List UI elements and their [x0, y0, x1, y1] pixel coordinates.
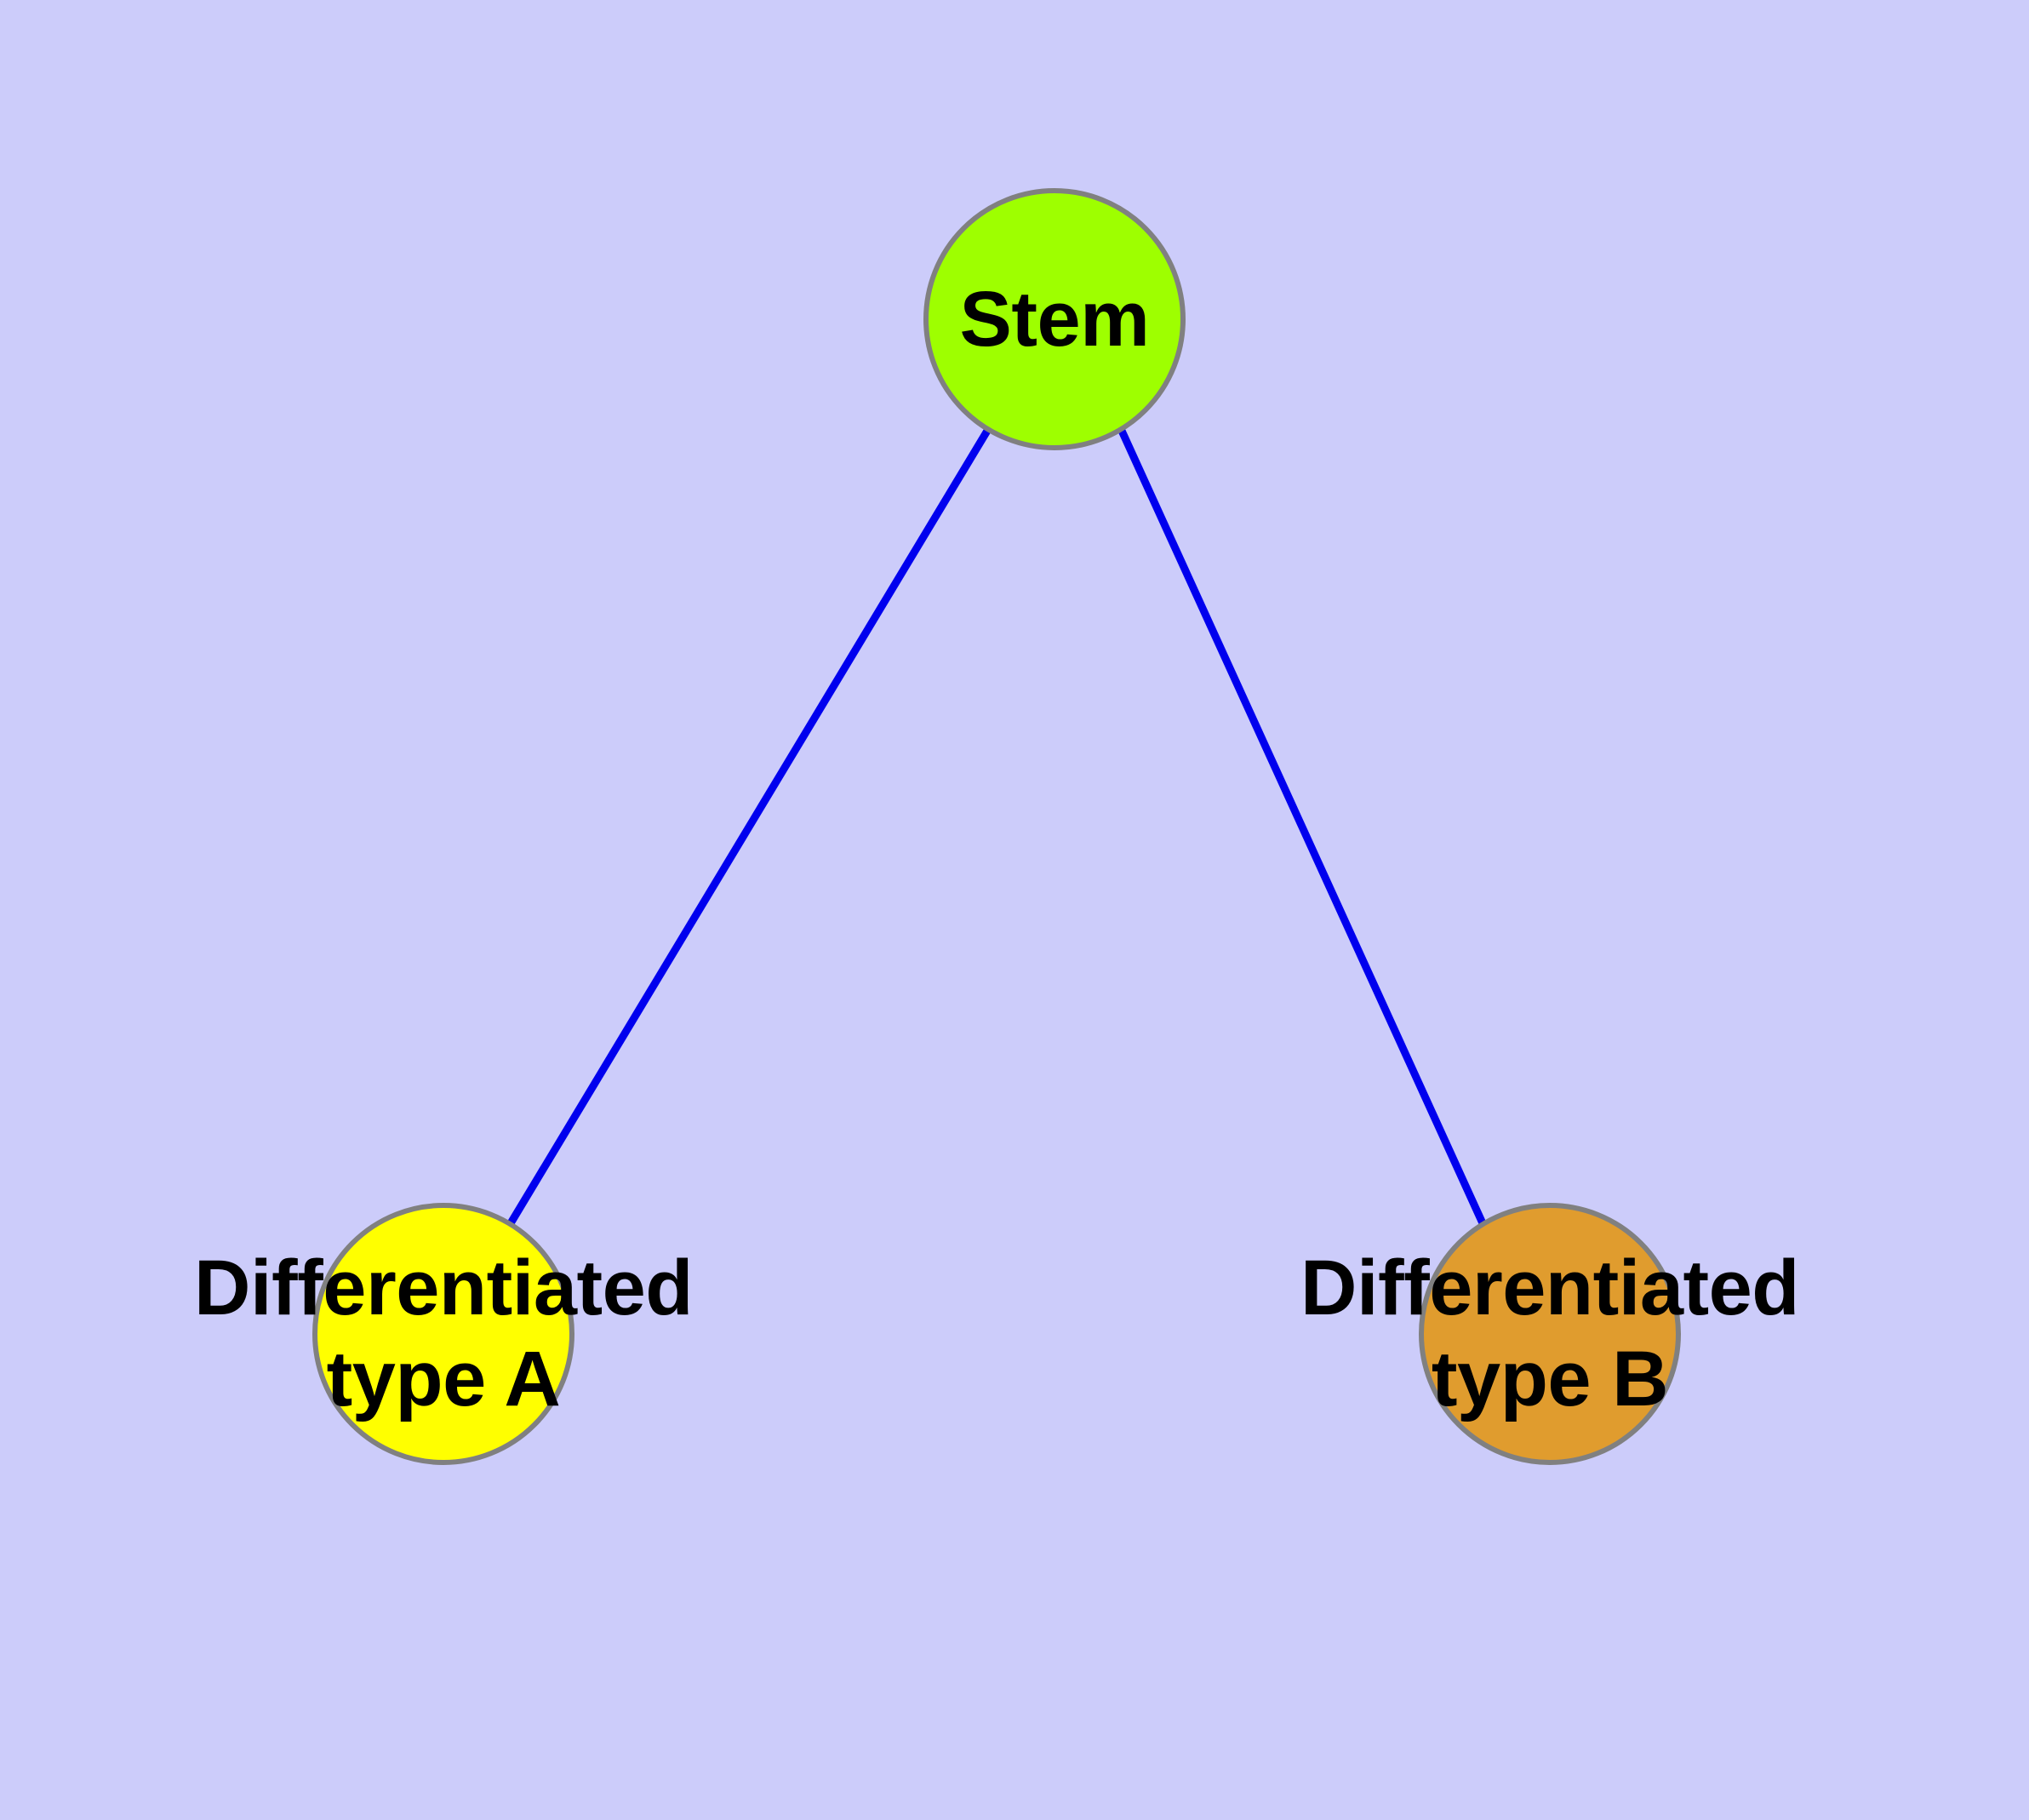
node-differentiated-type-a[interactable]	[312, 1203, 574, 1465]
node-stem[interactable]	[923, 188, 1186, 450]
edge-stem-to-differentiated-type-a	[507, 428, 991, 1226]
node-differentiated-type-b[interactable]	[1419, 1203, 1681, 1465]
edge-stem-to-differentiated-type-b	[1117, 429, 1487, 1225]
